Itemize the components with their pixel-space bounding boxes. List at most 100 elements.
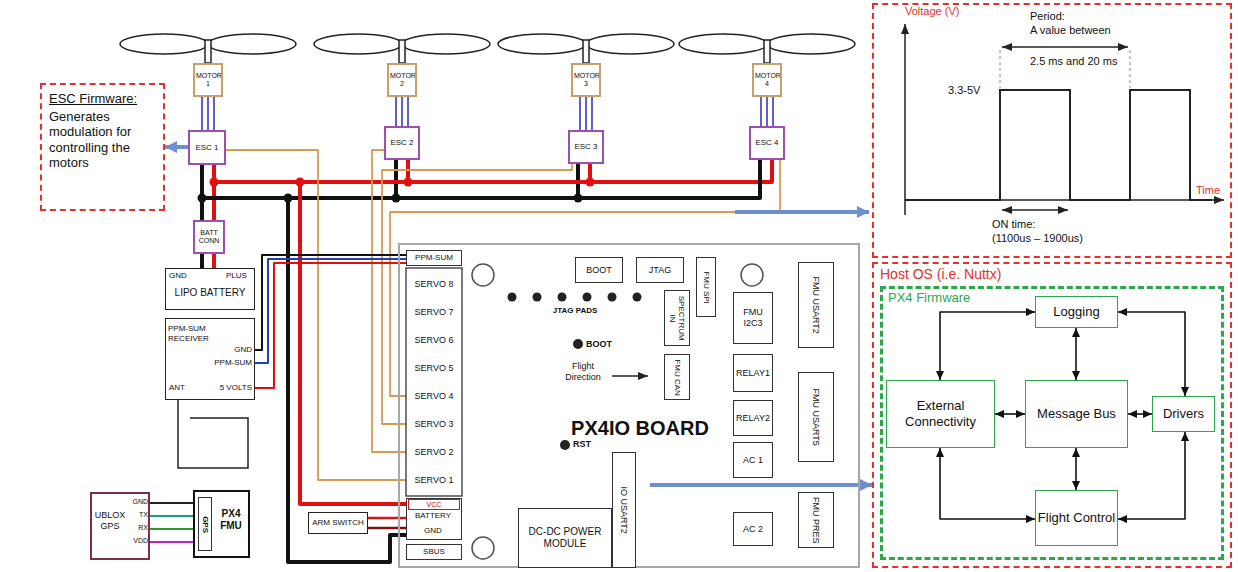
node-label: UBLOX GPS [93, 510, 127, 532]
node-label: PPM-SUM [415, 253, 453, 263]
ublox-box: UBLOX GPSGNDTXRXVDD [90, 492, 150, 560]
connector [202, 160, 408, 220]
node-label: ESC 3 [574, 142, 597, 152]
node-label: MOTOR 4 [755, 72, 779, 89]
gbox-box: Logging [1035, 296, 1118, 328]
node-label: DC-DC POWER MODULE [520, 526, 610, 550]
wire [766, 97, 768, 126]
wire [150, 541, 198, 543]
plain-box: SERVO 2 [406, 438, 462, 466]
wire [407, 97, 409, 126]
blk-box: PPM-SUM RECEIVERGNDPPM-SUMANT5 VOLTS [165, 318, 255, 400]
node-label: (1100us – 1900us) [992, 232, 1083, 245]
wire [940, 312, 1035, 380]
boot-button [573, 339, 583, 349]
comp-box: AC 2 [733, 512, 773, 546]
axis [904, 24, 906, 215]
wire [165, 145, 188, 149]
wire [214, 160, 772, 220]
node-label: Generates modulation for controlling the… [49, 109, 156, 171]
node-label: Host OS (i.e. Nuttx) [880, 266, 1001, 283]
node-label: PPM-SUM [205, 358, 252, 368]
node-label: 2.5 ms and 20 ms [1030, 55, 1117, 68]
junction-dot [392, 194, 401, 203]
plain-box: SERVO 3 [406, 410, 462, 438]
node-label: RX [128, 524, 148, 532]
node-label: SERVO 3 [415, 419, 454, 430]
propeller-blade [314, 34, 402, 54]
green-box: PX4 FirmwareLoggingExternal Connectivity… [880, 286, 1224, 560]
node-label: GND [128, 498, 148, 506]
esc-box: ESC 1 [188, 130, 226, 165]
wire [860, 483, 872, 487]
node-label: Flight Direction [558, 361, 608, 383]
connector [761, 97, 773, 126]
node-label: MOTOR 3 [574, 72, 598, 89]
comp-box: RELAY2 [733, 400, 773, 436]
node-label: GPS [200, 500, 209, 548]
servo-header [406, 268, 462, 496]
callout-arrow [735, 210, 869, 214]
connector [255, 255, 406, 388]
wire [255, 263, 406, 388]
node-label: SERVO 2 [415, 447, 454, 458]
esc-box: ESC 3 [568, 130, 604, 164]
connector [150, 503, 198, 542]
junction-dot [284, 194, 293, 203]
node-label: SERVO 6 [415, 335, 454, 346]
gbox-box: Message Bus [1025, 380, 1128, 448]
on-time-arrow [1002, 209, 1068, 211]
wire [1075, 328, 1077, 380]
node-label: SERVO 1 [415, 475, 454, 486]
wire [1128, 413, 1152, 415]
node-label: GND [406, 526, 460, 536]
connector [390, 160, 780, 396]
wire [212, 254, 216, 268]
wire [368, 517, 406, 520]
node-label: RST [573, 439, 591, 450]
comp-box: VCCBATTERYGND [406, 498, 462, 540]
node-label: JTAG PADS [540, 306, 610, 316]
propeller-hub [399, 40, 405, 63]
connector [1076, 448, 1077, 490]
blk-box: GNDPLUSLIPO BATTERY [165, 268, 255, 310]
comp-box: FMU CAN [664, 354, 690, 400]
wire [940, 448, 1035, 519]
wire [150, 515, 198, 517]
mounting-hole [472, 264, 494, 286]
junction-dot [296, 178, 305, 187]
board-box: JTAG PADSBOOTFlight DirectionPX4IO BOARD… [398, 243, 860, 568]
comp-box: PPM-SUM [406, 250, 462, 266]
comp-box: SBUS [406, 544, 462, 560]
wire [368, 527, 406, 530]
node-label: JTAG [649, 265, 671, 276]
connector [940, 312, 1035, 380]
propeller-hub [764, 40, 770, 63]
propeller-blade [498, 34, 586, 54]
connector [372, 150, 406, 452]
node-label: RELAY1 [736, 368, 770, 379]
connector [368, 518, 406, 528]
node-label: Time [1196, 184, 1220, 197]
propeller-hub [583, 40, 589, 63]
propeller-blade [679, 34, 767, 54]
wire [579, 97, 581, 130]
node-label: GND [169, 271, 187, 281]
connector [396, 97, 408, 126]
node-label: FMU PRES [811, 495, 821, 545]
reset-button [560, 440, 570, 450]
fmu-box: PX4 FMUGPS [193, 490, 250, 558]
node-label: ESC 4 [755, 138, 778, 148]
junction-dot [198, 194, 207, 203]
node-label: FMU USART5 [811, 375, 821, 459]
node-label: ARM SWITCH [312, 518, 364, 528]
esc-box: ESC 2 [384, 126, 420, 160]
node-label: FMU USART2 [811, 265, 821, 345]
node-label: 3.3-5V [948, 84, 980, 97]
junction-dot [574, 194, 583, 203]
connector [940, 448, 1035, 519]
node-label: PX4 Firmware [888, 290, 970, 306]
mounting-hole [741, 264, 763, 286]
callout-arrow [650, 483, 861, 487]
